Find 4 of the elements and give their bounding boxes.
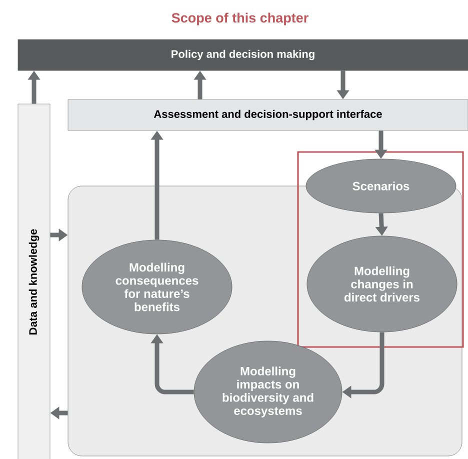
interface-box: Assessment and decision-support interface: [68, 99, 468, 131]
decision-bar: Policy and decision making: [18, 39, 468, 71]
title: Scope of this chapter: [172, 12, 308, 26]
data-column: Data and knowledge: [18, 104, 50, 459]
